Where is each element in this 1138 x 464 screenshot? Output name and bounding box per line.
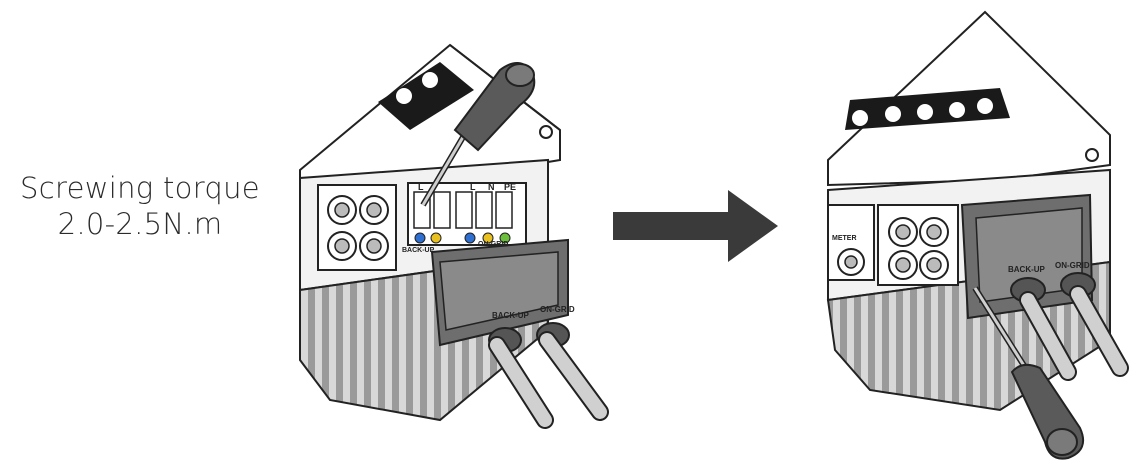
arrow-right-icon [613, 190, 778, 262]
screwdriver-right [972, 286, 1084, 460]
terminal-label-l2: L [470, 182, 476, 192]
screwdriver-left [420, 62, 536, 207]
torque-caption: Screwing torque 2.0-2.5N.m [0, 170, 280, 242]
cover-label-backup: BACK-UP [492, 311, 530, 320]
right-cables [1019, 285, 1129, 381]
terminal-label-n: N [488, 182, 495, 192]
left-inverter: L L N PE BACK-UP ON-GRID BACK-UP ON-GRID [299, 43, 609, 429]
terminal-label-pe: PE [504, 182, 516, 192]
left-cables [488, 331, 609, 429]
terminal-label-l1: L [418, 182, 424, 192]
right-cover-box: BACK-UP ON-GRID [960, 193, 1096, 320]
wire-ends [414, 232, 511, 244]
caption-line-2: 2.0-2.5N.m [57, 207, 223, 241]
right-inverter: METER BACK-UP ON-GRID [826, 10, 1129, 460]
left-cover-box: BACK-UP ON-GRID [430, 238, 575, 353]
cover-label-ongrid-right: ON-GRID [1055, 261, 1090, 270]
cover-label-backup-right: BACK-UP [1008, 265, 1046, 274]
cover-label-ongrid: ON-GRID [540, 305, 575, 314]
caption-line-1: Screwing torque [20, 171, 260, 205]
port-label-backup: BACK-UP [402, 247, 435, 254]
meter-label: METER [832, 235, 857, 242]
port-label-ongrid: ON-GRID [478, 241, 508, 248]
